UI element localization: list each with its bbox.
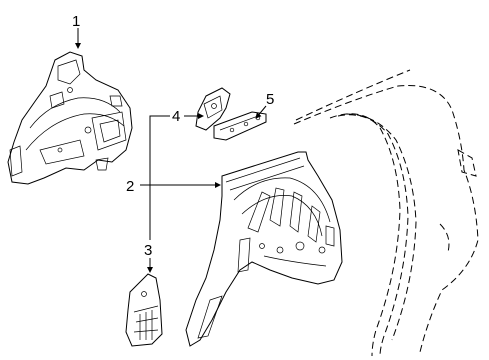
leader-4-branch: [149, 115, 170, 240]
part-4-bracket: [195, 87, 231, 131]
part-3-lower-panel: [125, 273, 163, 347]
leader-5: [255, 105, 267, 119]
part-5-reinforcement: [213, 111, 267, 141]
callout-5: 5: [266, 91, 274, 108]
callout-2: 2: [126, 178, 134, 195]
leader-lines: [75, 28, 267, 273]
callout-1: 1: [72, 13, 80, 30]
vehicle-body-phantom: [293, 69, 479, 357]
part-2-wheelhouse-outer: [185, 151, 343, 347]
part-1-wheelhouse-inner: [7, 51, 133, 185]
callout-4: 4: [172, 108, 180, 125]
callout-3: 3: [144, 242, 152, 259]
